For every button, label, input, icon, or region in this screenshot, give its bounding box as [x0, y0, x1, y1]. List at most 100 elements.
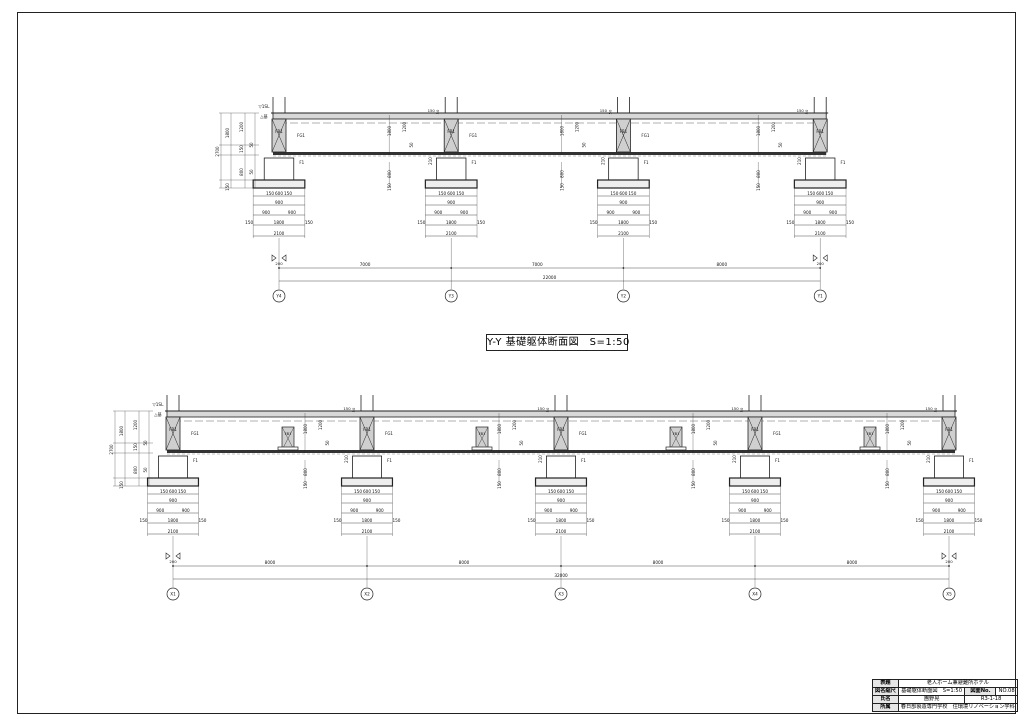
dimension-text: 150	[936, 489, 944, 494]
dimension-text: 900	[829, 210, 837, 215]
column-label: FB1	[363, 427, 371, 432]
column-label: FB1	[620, 129, 628, 134]
dimension-text: 600	[751, 489, 759, 494]
dimension-text: 2700	[109, 444, 114, 455]
section-cross	[941, 416, 957, 451]
level-mark-base: △基	[154, 411, 162, 417]
dimension-text: 50	[907, 440, 912, 446]
dimension-text: 150	[160, 489, 168, 494]
foundation-beam-bottom	[273, 152, 827, 155]
grid-label: Y3	[448, 294, 455, 299]
dimension-text: 2100	[362, 529, 373, 534]
dimension-text: 150	[548, 489, 556, 494]
dimension-text: 150	[786, 220, 794, 225]
dimension-tick	[172, 565, 174, 567]
sub-beam-label: FB1	[479, 432, 486, 436]
dimension-text: 150	[797, 108, 805, 113]
grid-label: X2	[364, 592, 370, 597]
dimension-text: 2100	[750, 529, 761, 534]
beam-label: FG1	[297, 133, 305, 138]
span-dimension-text: 7000	[532, 262, 543, 267]
drawing-title: Y-Y 基礎躯体断面図 S=1:50	[486, 334, 629, 351]
span-dimension-text: 8000	[847, 560, 858, 565]
footing-label: F1	[299, 160, 304, 165]
dimension-text: 900	[738, 508, 746, 513]
section-cross	[475, 426, 489, 451]
level-mark-1sl: ▽1SL	[259, 104, 271, 109]
dimension-text: 1200	[512, 419, 517, 430]
dimension-text: 150	[722, 518, 730, 523]
dimension-text: 2100	[556, 529, 567, 534]
dimension-text: 150	[198, 518, 206, 523]
dimension-text: 900	[156, 508, 164, 513]
dimension-tick	[450, 267, 453, 269]
dimension-text: 150	[133, 443, 138, 451]
footing-base	[922, 477, 976, 487]
dimension-text: 150	[559, 183, 564, 191]
dimension-text: 150	[691, 481, 696, 489]
span-dimension-text: 8000	[716, 262, 727, 267]
grid-bubble	[617, 289, 630, 303]
sub-beam-label: FB1	[673, 432, 680, 436]
dimension-text: 600	[169, 489, 177, 494]
dimension-text: 900	[958, 508, 966, 513]
dimension-text: 900	[632, 210, 640, 215]
name-label: 氏名	[872, 695, 899, 704]
footing-base	[252, 179, 306, 189]
span-dimension-text: 8000	[265, 560, 276, 565]
dimension-text: 150	[225, 183, 230, 191]
level-mark-base: △基	[260, 113, 268, 119]
dimension-text: 800	[756, 170, 761, 178]
drawing-no-label: 図面No.	[964, 687, 997, 696]
dimension-text: 900	[803, 210, 811, 215]
beam-label: FG1	[469, 133, 477, 138]
drawing-name-label: 図名縮尺	[872, 687, 899, 696]
dimension-text: 150	[974, 518, 982, 523]
dimension-text: 900	[606, 210, 614, 215]
dimension-text: 1800	[303, 423, 308, 434]
footing-stem	[546, 455, 576, 479]
grid-label: X4	[752, 592, 758, 597]
footing-label: F1	[472, 160, 477, 165]
dimension-text: 1200	[574, 121, 579, 132]
section-cross	[271, 118, 287, 153]
dimension-text: 1800	[274, 220, 285, 225]
affiliation-value: 春日部製造専門学校 住環境リノベーション学科	[897, 703, 1018, 712]
dimension-text: 900	[460, 210, 468, 215]
edge-offset-text: 200	[169, 559, 177, 564]
dimension-text: 800	[559, 170, 564, 178]
dimension-text: 50	[351, 407, 356, 412]
column-label: FB1	[447, 129, 455, 134]
dimension-text: 150	[417, 220, 425, 225]
footing-label: F1	[775, 458, 780, 463]
dimension-text: 150	[305, 220, 313, 225]
dimension-text: 150	[528, 518, 536, 523]
level-mark-1sl: ▽1SL	[153, 402, 165, 407]
section-cross	[165, 416, 181, 451]
footing-stem	[805, 157, 836, 181]
dimension-text: 150	[303, 481, 308, 489]
dimension-text: 900	[262, 210, 270, 215]
dimension-text: 150	[456, 191, 464, 196]
dimension-text: 600	[557, 489, 565, 494]
dimension-text: 50	[581, 142, 586, 148]
dimension-text: 1800	[756, 125, 761, 136]
dimension-text: 210	[344, 455, 349, 463]
column-label: FB1	[751, 427, 759, 432]
footing-label: F1	[644, 160, 649, 165]
footing-base	[793, 179, 847, 189]
dimension-text: 1200	[318, 419, 323, 430]
sub-beam-label: FB1	[867, 432, 874, 436]
dimension-text: 2100	[168, 529, 179, 534]
footing-label: F1	[193, 458, 198, 463]
drawing-name-row: 図名縮尺 基礎躯体断面図 S=1:50 図面No. NO.08	[872, 687, 1018, 696]
edge-offset-text: 200	[817, 261, 825, 266]
sub-beam-label: FB1	[285, 432, 292, 436]
dimension-text: 900	[350, 508, 358, 513]
edge-offset-text: 200	[275, 261, 283, 266]
dimension-text: 150	[372, 489, 380, 494]
grid-bubble	[813, 289, 827, 303]
span-dimension-text: 8000	[459, 560, 470, 565]
beam-label: FG1	[773, 431, 781, 436]
dimension-text: 900	[816, 200, 824, 205]
